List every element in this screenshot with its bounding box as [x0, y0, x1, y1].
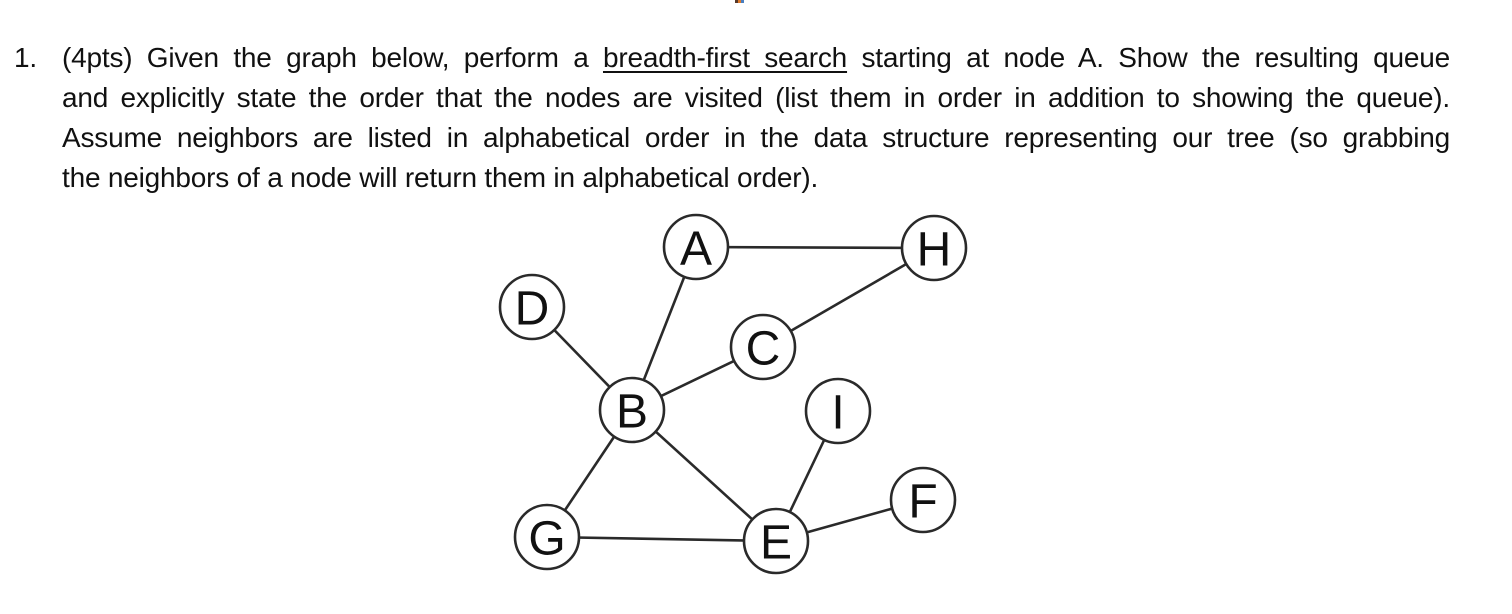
graph-node-label-F: F [908, 476, 937, 529]
cropped-text-artifact [735, 0, 744, 3]
problem-line-2: and explicitly state the order that the … [62, 82, 1450, 113]
graph-node-label-I: I [831, 387, 844, 440]
graph-edge-E-G [546, 535, 777, 543]
artifact-segment-blue [741, 0, 744, 3]
problem-line-1: (4pts) Given the graph below, perform a … [62, 38, 1450, 78]
graph-node-label-B: B [616, 386, 648, 439]
problem-text-segment: starting at node A. Show the resulting q… [847, 42, 1450, 73]
problem-number: 1. [14, 42, 37, 73]
artifact-segment-orange [738, 0, 741, 3]
graph-node-A [662, 213, 730, 281]
graph-edge-A-H [695, 245, 935, 250]
problem-text-segment: (4pts) Given the graph below, perform a [62, 42, 603, 73]
graph-node-H [900, 214, 968, 282]
artifact-segment-dark [735, 0, 738, 3]
problem-text: (4pts) Given the graph below, perform a … [62, 38, 1450, 198]
graph-node-label-G: G [528, 513, 565, 566]
graph-node-label-A: A [680, 223, 712, 276]
problem-1: 1. (4pts) Given the graph below, perform… [14, 38, 1450, 198]
graph-node-I [804, 377, 872, 445]
graph-node-C [729, 313, 797, 381]
graph-node-F [889, 466, 957, 534]
graph-node-G [513, 503, 581, 571]
graph-node-D [498, 273, 566, 341]
problem-line-4: the neighbors of a node will return them… [62, 162, 819, 193]
graph-node-B [598, 376, 666, 444]
graph-node-label-E: E [760, 517, 792, 570]
underlined-phrase: breadth-first search [602, 42, 848, 73]
problem-line-3: Assume neighbors are listed in alphabeti… [62, 122, 1450, 153]
graph-node-label-D: D [515, 283, 550, 336]
graph-node-label-H: H [917, 224, 952, 277]
graph-node-label-C: C [746, 323, 781, 376]
graph-node-E [742, 507, 810, 575]
